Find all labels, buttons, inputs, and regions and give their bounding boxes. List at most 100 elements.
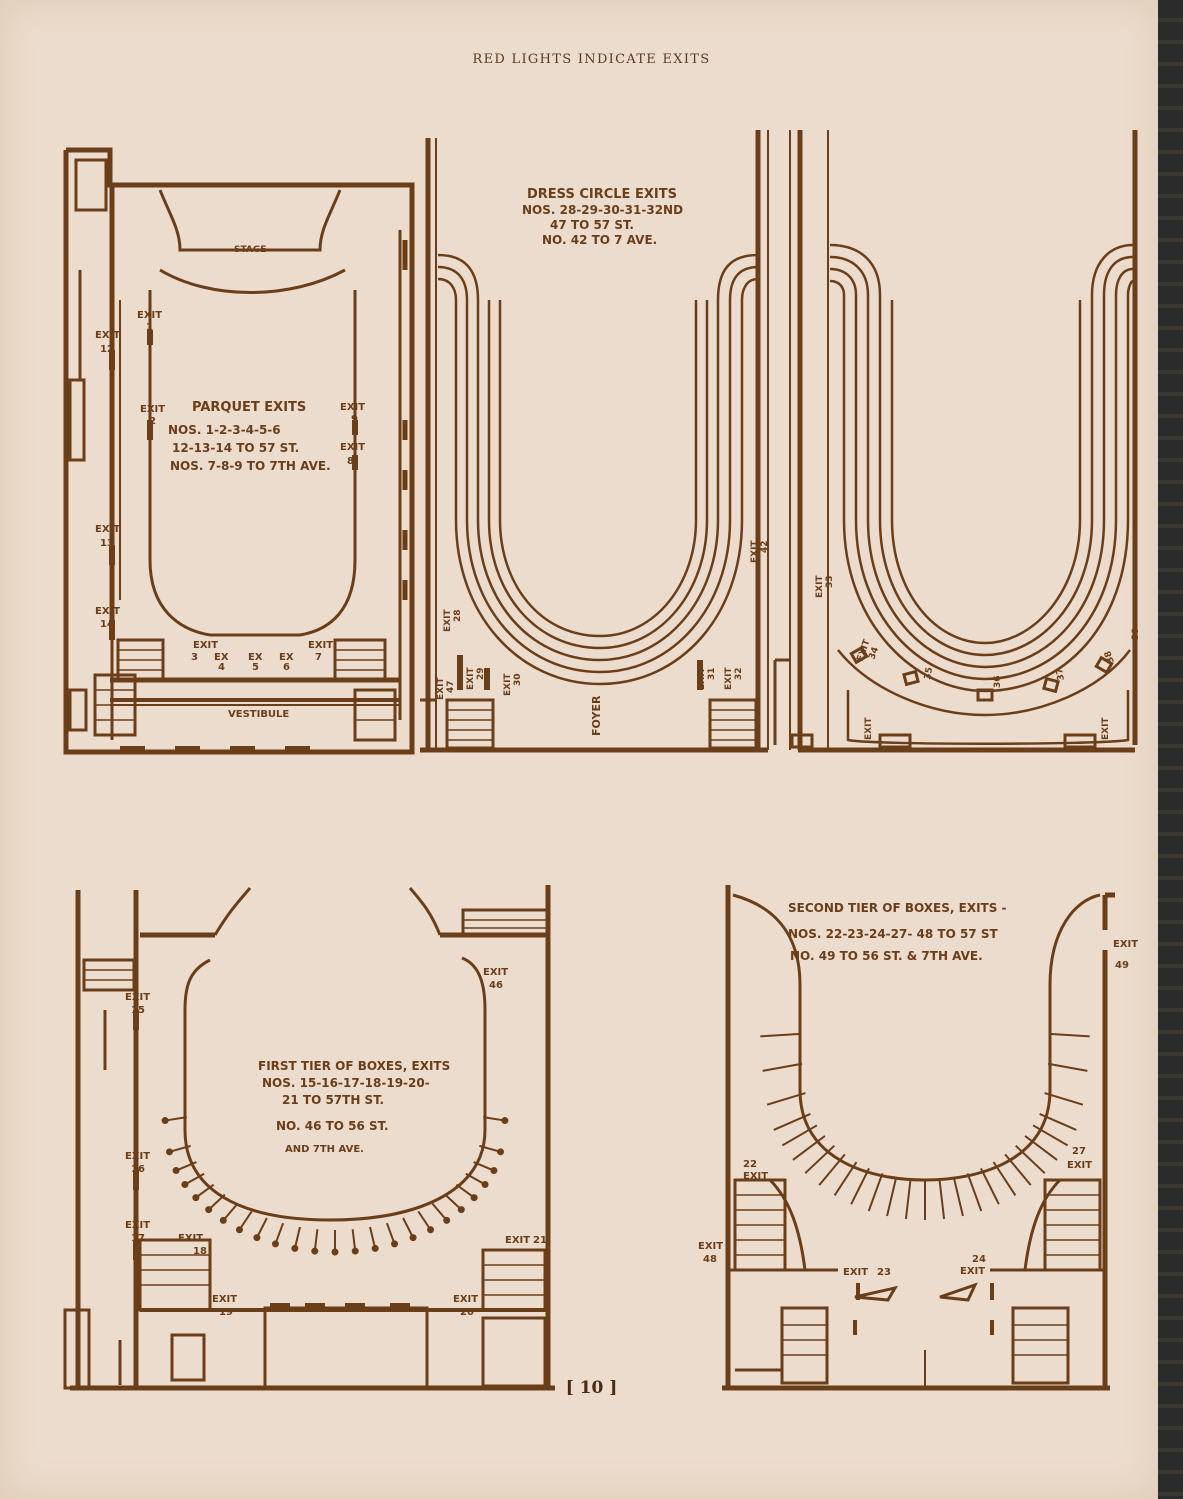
parquet-line1: NOS. 1-2-3-4-5-6 [168, 423, 281, 437]
box-partition [1044, 1092, 1084, 1106]
exit-label: EXIT [95, 330, 120, 341]
exit-number: 39 [1131, 627, 1141, 640]
parquet-line3: NOS. 7-8-9 TO 7TH AVE. [170, 459, 331, 473]
dress-circle-title: DRESS CIRCLE EXITS [527, 187, 677, 202]
box-door-marker [165, 1148, 173, 1156]
box-door-marker [291, 1244, 299, 1252]
box-partition [274, 1222, 285, 1245]
exit-number: 24 [972, 1254, 986, 1265]
box-partition [1032, 1124, 1069, 1147]
first-tier-box-dividers [161, 1116, 509, 1256]
page-number: [ 10 ] [565, 1378, 618, 1398]
box-door-marker [205, 1206, 213, 1214]
exit-number: 31 [707, 667, 717, 680]
exit-label: EXIT [443, 609, 453, 632]
box-partition [1049, 1032, 1090, 1038]
box-partition [465, 1172, 486, 1186]
exit-number: 2 [149, 416, 156, 427]
exit-label: EXIT [960, 1266, 985, 1277]
exit-number: 7 [315, 652, 322, 663]
box-door-marker [490, 1167, 498, 1175]
exit-number: 36 [993, 675, 1003, 688]
exit-label: EXIT [95, 606, 120, 617]
exit-number: 33 [825, 575, 835, 588]
exit-number: 16 [131, 1164, 145, 1175]
exit-number: 17 [131, 1233, 145, 1244]
exit-number: 22 [743, 1159, 757, 1170]
exit-number: 47 [446, 680, 456, 693]
exit-number: 4 [218, 662, 225, 673]
exit-number: 48 [703, 1254, 717, 1265]
box-door-marker [481, 1180, 489, 1188]
exit-number: 6 [283, 662, 290, 673]
box-partition [175, 1161, 197, 1172]
foyer-label: FOYER [590, 695, 603, 736]
box-partition [818, 1153, 846, 1186]
box-partition [1004, 1153, 1032, 1186]
dress-circle-line3: NO. 42 TO 7 AVE. [542, 233, 657, 247]
vestibule-label: VESTIBULE [228, 709, 289, 720]
box-partition [313, 1229, 319, 1252]
box-partition [766, 1092, 806, 1106]
box-door-marker [497, 1148, 505, 1156]
ex-label: EX [248, 652, 263, 663]
exit-number: 46 [489, 980, 503, 991]
box-door-marker [351, 1247, 359, 1255]
box-partition [208, 1193, 226, 1211]
exit-number: 19 [219, 1307, 233, 1318]
box-door-marker [192, 1194, 200, 1202]
box-door-marker [331, 1248, 339, 1256]
exit-label: EXIT [864, 717, 874, 740]
exit-number: 12 [100, 344, 114, 355]
box-partition [222, 1202, 239, 1222]
first-tier-line4: AND 7TH AVE. [285, 1144, 364, 1155]
exit-label: EXIT [724, 667, 734, 690]
box-partition [238, 1210, 253, 1231]
box-door-marker [253, 1234, 261, 1242]
box-door-marker [391, 1240, 399, 1248]
exit-label: EXIT [125, 1220, 150, 1231]
box-partition [804, 1144, 835, 1174]
box-door-marker [219, 1216, 227, 1224]
exit-label: EXIT [503, 673, 513, 696]
exit-label: EXIT [140, 404, 165, 415]
exit-label: EXIT [212, 1294, 237, 1305]
exit-label: EXIT [340, 402, 365, 413]
exit-label: EXIT [466, 667, 476, 690]
box-partition [417, 1210, 432, 1231]
ex-label: EX [279, 652, 294, 663]
exit-number: 27 [1072, 1146, 1086, 1157]
box-door-marker [427, 1226, 435, 1234]
box-partition [966, 1173, 983, 1212]
exit-number: 15 [131, 1005, 145, 1016]
exit-label: EXIT [95, 524, 120, 535]
first-tier-line3: NO. 46 TO 56 ST. [276, 1119, 389, 1133]
box-partition [473, 1161, 495, 1172]
box-partition [867, 1173, 884, 1212]
exit-number: 37 [1055, 667, 1067, 681]
box-partition [792, 1135, 826, 1161]
box-door-marker [235, 1226, 243, 1234]
dress-circle-line2: 47 TO 57 ST. [550, 218, 634, 232]
box-partition [952, 1176, 964, 1217]
box-partition [980, 1167, 1000, 1205]
exit-label: EXIT [340, 442, 365, 453]
first-tier-title: FIRST TIER OF BOXES, EXITS [258, 1059, 450, 1073]
box-partition [369, 1226, 377, 1249]
box-door-marker [311, 1247, 319, 1255]
box-door-marker [470, 1194, 478, 1202]
exit-label: EXIT [1113, 939, 1138, 950]
box-partition [1015, 1144, 1046, 1174]
first-tier-plan: FIRST TIER OF BOXES, EXITS NOS. 15-16-17… [63, 885, 555, 1391]
box-door-marker [443, 1216, 451, 1224]
box-partition [293, 1226, 301, 1249]
box-partition [351, 1229, 357, 1252]
exit-number: 14 [100, 619, 114, 630]
exit-label: EXIT [505, 1235, 530, 1246]
dress-circle-line1: NOS. 28-29-30-31-32ND [522, 203, 683, 217]
box-partition [762, 1062, 803, 1072]
box-door-marker [271, 1240, 279, 1248]
exit-number: 32 [734, 667, 744, 680]
box-partition [833, 1161, 858, 1197]
